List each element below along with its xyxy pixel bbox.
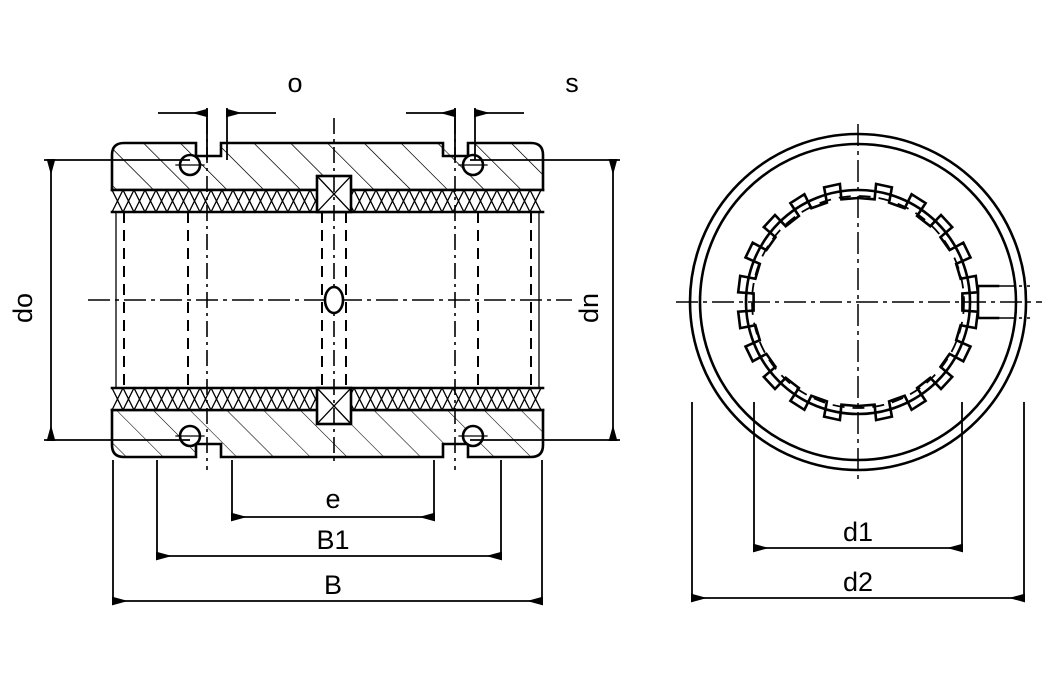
dimension-d2: d2 — [691, 402, 1025, 603]
dim-label-s: s — [565, 68, 579, 98]
bore-hidden-lines — [115, 211, 540, 389]
cross-section-view: o s do dn e — [0, 0, 620, 606]
end-view: d1 d2 — [676, 124, 1042, 603]
dim-label-dn: dn — [574, 293, 604, 323]
dim-label-b: B — [324, 570, 342, 600]
top-hatch-fill-b — [112, 143, 543, 190]
groove-bracket-lines — [976, 284, 1000, 320]
center-block-top-x — [316, 175, 352, 213]
housing-top-half — [0, 0, 545, 192]
center-bore-ellipse — [323, 285, 345, 315]
dim-label-b1: B1 — [316, 525, 349, 555]
top-body-outline — [110, 141, 545, 192]
bottom-hatch-fill — [112, 410, 543, 457]
dimension-do: do — [8, 159, 190, 441]
dimension-o: o — [158, 68, 303, 118]
dimension-s: s — [406, 68, 579, 118]
dim-label-do: do — [8, 293, 38, 323]
groove-detail-bracket — [976, 284, 1030, 320]
dimension-dn: dn — [470, 159, 620, 441]
dimension-e: e — [231, 460, 435, 522]
dimension-d1: d1 — [753, 402, 963, 553]
dimension-b1: B1 — [156, 460, 502, 561]
dim-label-o: o — [287, 68, 302, 98]
dim-label-d1: d1 — [843, 517, 873, 547]
dimension-b: B — [112, 460, 543, 606]
center-block-bottom-x — [316, 387, 352, 425]
housing-bottom-half — [110, 408, 545, 459]
bottom-body-outline — [110, 408, 545, 459]
dim-label-e: e — [325, 484, 340, 514]
dim-label-d2: d2 — [843, 567, 873, 597]
